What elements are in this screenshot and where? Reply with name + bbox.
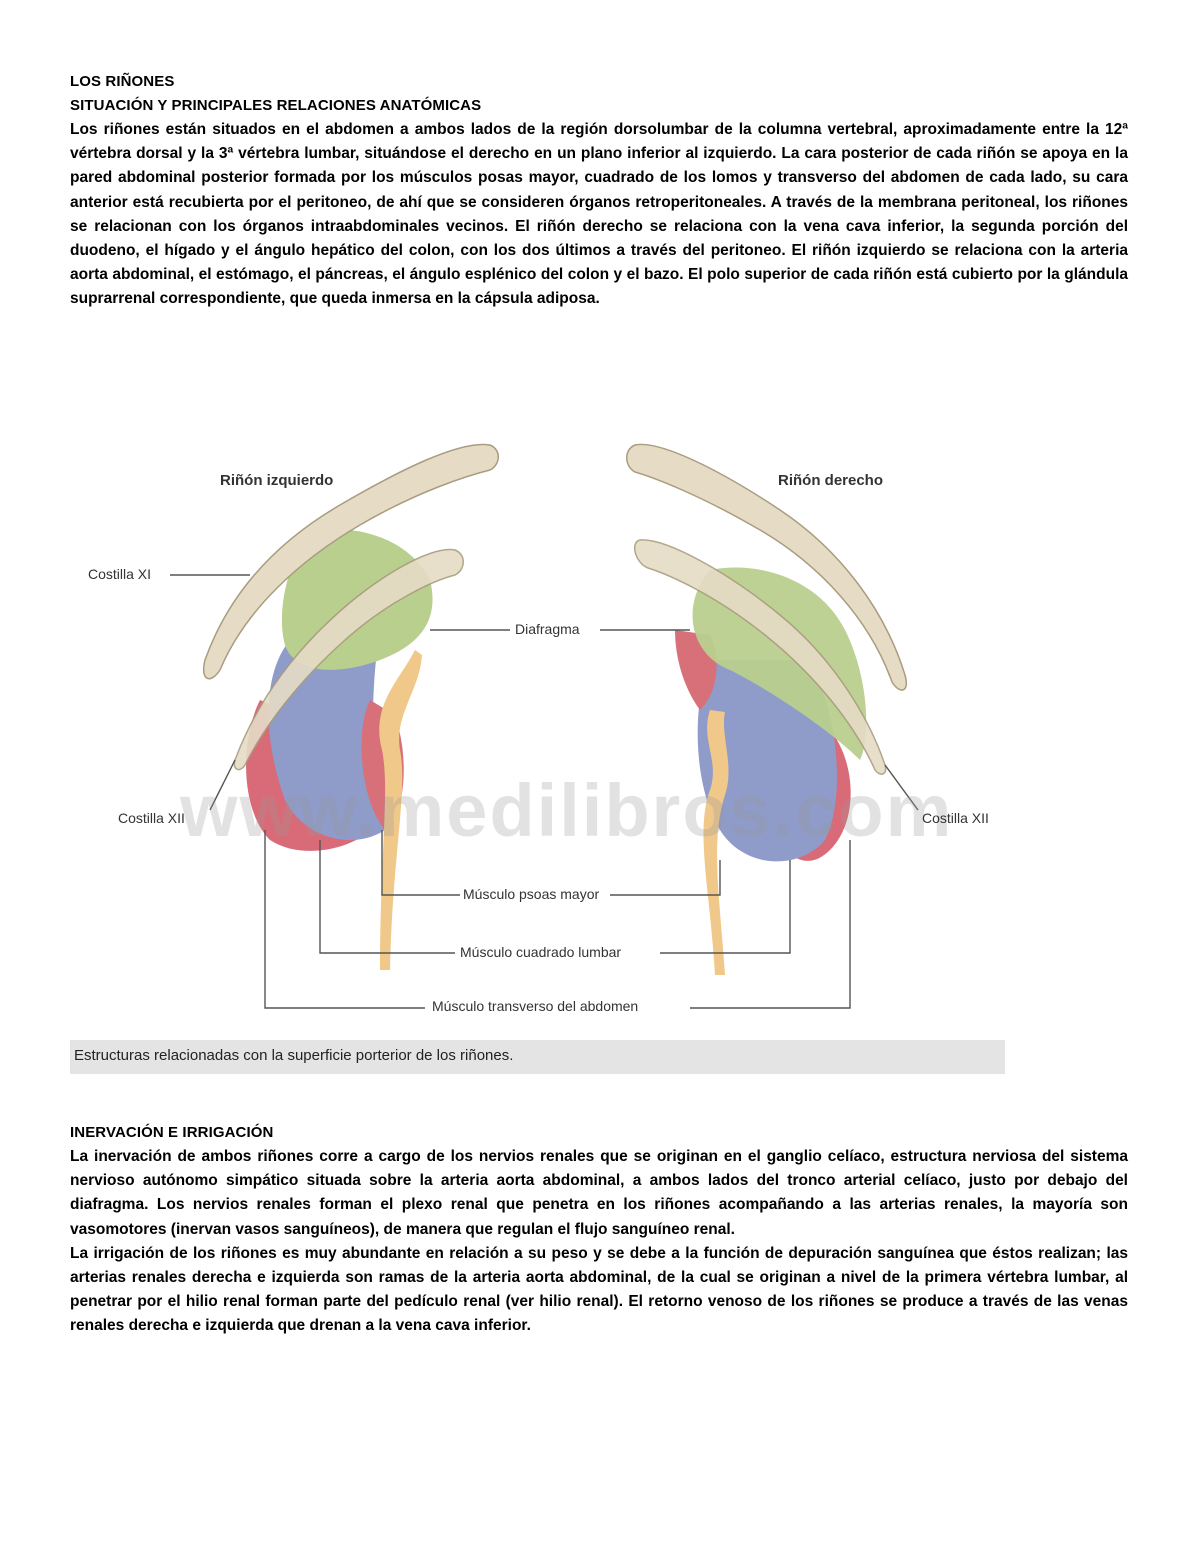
- left-rib-xii: [233, 548, 464, 771]
- label-transverso: Músculo transverso del abdomen: [432, 998, 639, 1014]
- leader-transverso: [264, 830, 851, 1009]
- left-rib-xi: [203, 443, 499, 680]
- label-psoas: Músculo psoas mayor: [463, 886, 600, 902]
- right-kidney-group: [626, 443, 907, 975]
- leader-costilla-xii-left: [209, 759, 236, 811]
- section-paragraph: Los riñones están situados en el abdomen…: [70, 121, 1128, 308]
- label-diafragma: Diafragma: [515, 621, 580, 637]
- section-paragraph-inervacion: La inervación de ambos riñones corre a c…: [70, 1148, 1128, 1238]
- section-subtitle: SITUACIÓN Y PRINCIPALES RELACIONES ANATÓ…: [70, 97, 482, 114]
- right-diaphragm: [692, 567, 867, 760]
- leader-cuadrado: [319, 840, 791, 954]
- leader-lines: [170, 574, 919, 1009]
- right-rib-xii: [633, 539, 887, 775]
- left-psoas-tendon: [379, 650, 422, 970]
- watermark-text: www.medilibros.com: [180, 769, 954, 852]
- figure-caption-bar: Estructuras relacionadas con la superfic…: [70, 1040, 1005, 1074]
- figure-caption: Estructuras relacionadas con la superfic…: [74, 1047, 514, 1064]
- leader-costilla-xii-right: [884, 764, 919, 811]
- label-left-kidney: Riñón izquierdo: [220, 472, 334, 489]
- left-kidney-group: [203, 443, 499, 970]
- section-situacion: LOS RIÑONES SITUACIÓN Y PRINCIPALES RELA…: [70, 70, 1128, 312]
- label-costilla-xi: Costilla XI: [88, 566, 152, 582]
- page-title: LOS RIÑONES: [70, 73, 175, 90]
- kidney-relations-figure: www.medilibros.com Riñón izquierdo Riñón…: [70, 430, 1005, 1075]
- label-right-kidney: Riñón derecho: [778, 472, 884, 489]
- label-cuadrado: Músculo cuadrado lumbar: [460, 944, 622, 960]
- section-inervacion: INERVACIÓN E IRRIGACIÓN La inervación de…: [70, 1121, 1128, 1339]
- right-psoas-tendon: [703, 710, 729, 975]
- kidney-illustration: [170, 443, 919, 1009]
- right-rib-xi: [626, 443, 907, 691]
- leader-psoas: [381, 830, 721, 896]
- section-paragraph-irrigacion: La irrigación de los riñones es muy abun…: [70, 1244, 1128, 1335]
- section-title: INERVACIÓN E IRRIGACIÓN: [70, 1124, 274, 1141]
- label-costilla-xii-right: Costilla XII: [922, 810, 989, 826]
- label-costilla-xii-left: Costilla XII: [118, 810, 185, 826]
